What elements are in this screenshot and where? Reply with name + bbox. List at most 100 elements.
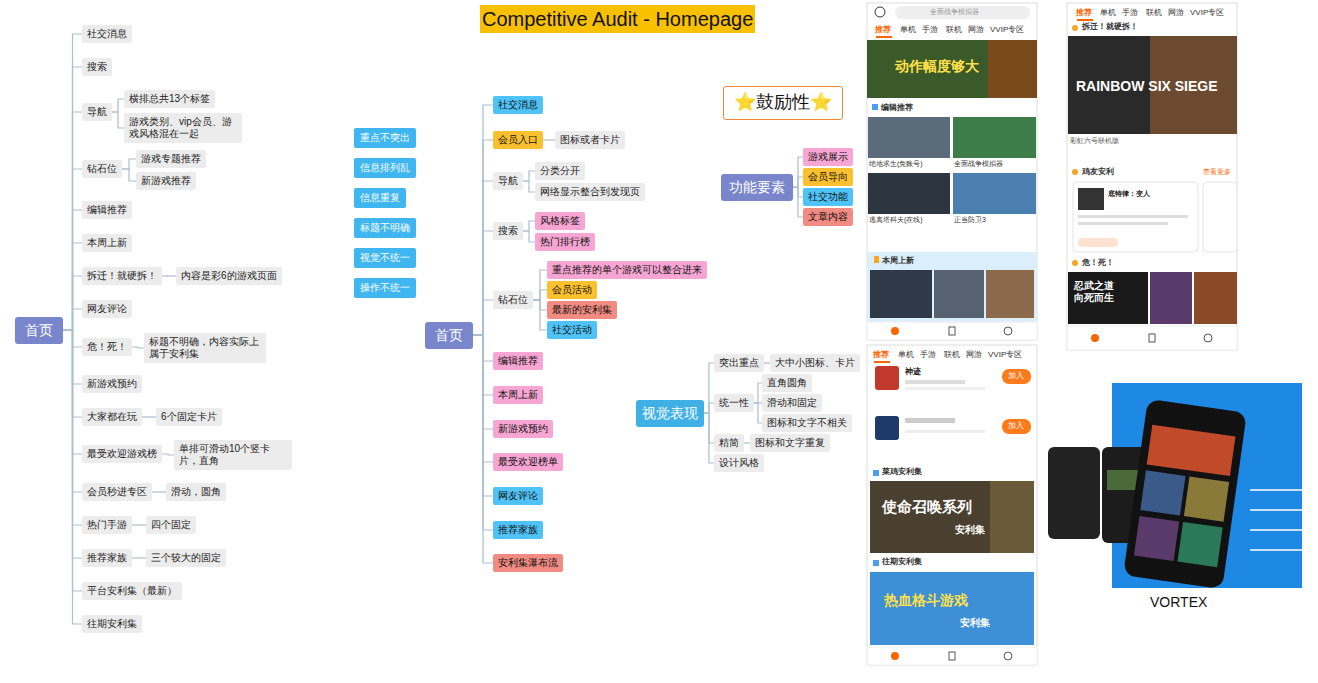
topic-box: 导航 [493,172,523,190]
banner-part [990,481,1034,553]
game-tile [868,173,950,214]
screenshot-text: RAINBOW SIX SIEGE [1076,78,1218,95]
node-text: 图标或者卡片 [560,134,620,146]
topic-box: 最新的安利集 [547,301,617,319]
node-text: 首页 [435,327,463,344]
topic-box: 大中小图标、卡片 [770,354,860,372]
text-placeholder [1078,222,1168,225]
topic-box: 编辑推荐 [493,352,543,370]
node-text: 会员活动 [552,284,592,296]
node-text: 图标和文字不相关 [767,417,847,429]
topic-box: 游戏展示 [803,148,853,166]
node-text: 最新的安利集 [552,304,612,316]
connector [473,231,493,335]
topic-box: 图标或者卡片 [555,131,625,149]
node-text: 社交消息 [498,99,538,111]
topic-box: 精简 [714,434,744,452]
node-text: 最受欢迎榜单 [498,456,558,468]
connector [63,67,82,330]
connector [63,330,82,624]
connector [473,105,493,335]
node-text: 功能要素 [729,179,785,196]
icon [1004,327,1012,335]
node-text: 6个固定卡片 [161,411,217,423]
screenshot-text: 手游 [1122,8,1138,18]
topic-box: 社交活动 [547,321,597,339]
thumb [1078,188,1104,210]
node-text: 钻石位 [498,294,528,306]
screenshot-text: 拆迁！就硬拆！ [1082,22,1138,32]
connector [793,157,803,187]
node-text: 新游戏推荐 [141,175,191,187]
connector [63,210,82,330]
topic-box: 会员秒进专区 [82,483,152,501]
banner [1068,36,1237,134]
screenshot-text: 加入 [1008,421,1024,431]
node-text: 编辑推荐 [498,355,538,367]
topic-box: 危！死！ [82,338,132,356]
connector [754,403,762,423]
node-text: 信息重复 [360,192,400,204]
topic-box: 钻石位 [82,160,122,178]
topic-box: 重点推荐的单个游戏可以整合进来 [547,261,707,279]
connector [142,416,156,417]
root-node: 首页 [425,322,473,349]
screen-tile [1178,522,1223,567]
text-placeholder [905,380,965,384]
connector [63,276,82,330]
connector [473,335,493,563]
topic-box: 安利集瀑布流 [493,554,563,572]
topic-box: 社交消息 [493,96,543,114]
banner-part [988,40,1037,98]
screenshot-text: 联机 [944,350,960,360]
banner [870,481,1034,553]
connector [63,243,82,330]
topic-box: 社交消息 [82,25,132,43]
text-placeholder [905,387,985,390]
node-text: 导航 [87,106,107,118]
node-text: 视觉表现 [642,405,698,422]
card [1203,182,1237,252]
node-text: 横排总共13个标签 [129,93,210,105]
phone-screen [1067,3,1237,350]
screen-tile [1184,476,1229,521]
screenshot-text: 手游 [920,350,936,360]
icon [872,104,878,110]
icon [1004,652,1012,660]
node-text: 直角圆角 [767,377,807,389]
icon [1072,169,1078,175]
screenshot-text: VVIP专区 [1190,8,1224,18]
screenshot-text: 网游 [968,25,984,35]
icon [1072,260,1078,266]
topic-box: 推荐家族 [493,521,543,539]
node-text: 搜索 [87,61,107,73]
node-text: 推荐家族 [498,524,538,536]
node-text: 信息排列乱 [360,162,410,174]
screenshot-text: 正当防卫3 [954,216,986,224]
game-tile [953,117,1036,158]
icon [1091,334,1099,342]
topic-box: ⭐鼓励性⭐ [723,86,843,120]
stripe [1250,509,1302,511]
topic-box: 功能要素 [721,174,793,201]
screenshot-text: 菜鸡安利集 [882,467,922,477]
topic-box: 图标和文字重复 [750,434,830,452]
icon [874,256,879,263]
topic-box: 三个较大的固定 [146,549,226,567]
screenshot-text: 加入 [1008,371,1024,381]
node-text: 大家都在玩 [87,411,137,423]
node-text: 新游戏预约 [498,423,548,435]
screenshot-text: 动作幅度够大 [895,58,979,75]
topic-box: 突出重点 [714,354,764,372]
node-text: 本周上新 [87,237,127,249]
screenshot-text: 神迹 [905,367,921,377]
node-text: 社交活动 [552,324,592,336]
connector [704,413,714,463]
screenshot-text: VORTEX [1150,594,1207,611]
connector [473,181,493,335]
screenshot-text: 底特律：变人 [1108,190,1150,198]
node-text: 网友评论 [87,303,127,315]
text-placeholder [1078,215,1188,218]
screenshot-text: 查看更多 [1203,168,1231,176]
node-text: 钻石位 [87,163,117,175]
